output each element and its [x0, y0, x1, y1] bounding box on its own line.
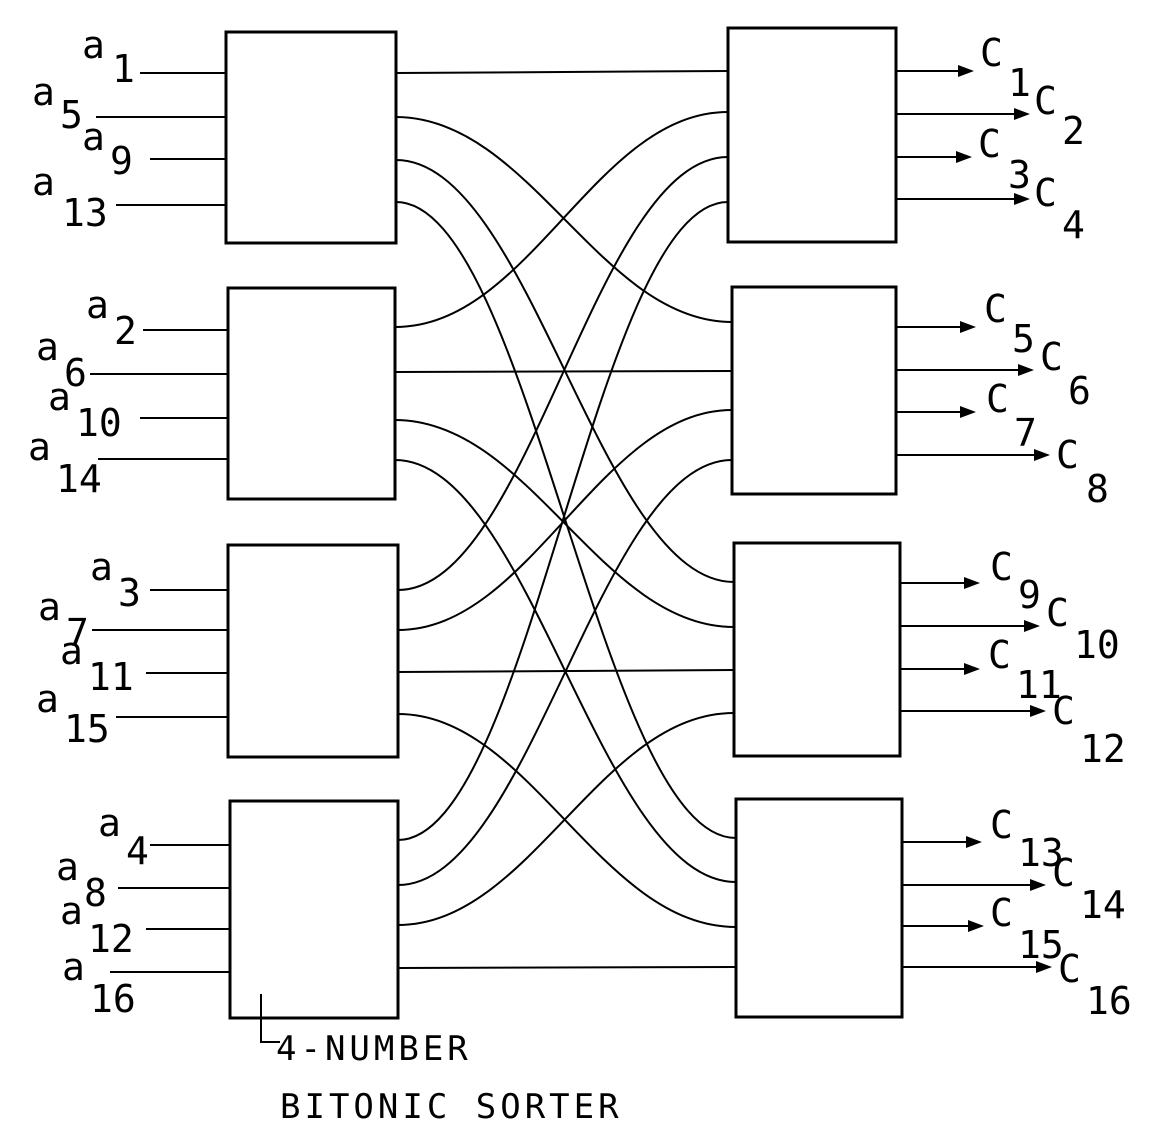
right-sorter-box-4: [734, 797, 904, 1019]
input-label-base: a: [48, 375, 71, 419]
input-label-base: a: [36, 677, 59, 721]
input-label-base: a: [56, 845, 79, 889]
input-label-sub: 11: [88, 655, 134, 699]
output-label-sub: 16: [1086, 979, 1132, 1023]
right-sorter-box-2: [730, 285, 898, 496]
input-label-sub: 5: [60, 93, 83, 137]
caption-line-2: BITONIC SORTER: [280, 1087, 623, 1127]
input-label-sub: 10: [76, 401, 122, 445]
output-labels: C1 C2 C3 C4 C5 C6 C7 C8 C9 C10 C11 C12 C…: [978, 31, 1132, 1023]
input-label-base: a: [38, 585, 61, 629]
output-label-base: C: [978, 122, 1001, 166]
output-label-base: C: [980, 31, 1003, 75]
input-label-base: a: [60, 889, 83, 933]
input-label-sub: 9: [110, 139, 133, 183]
output-label-base: C: [1052, 689, 1075, 733]
left-sorter-box-4: [228, 799, 400, 1020]
output-label-sub: 15: [1018, 923, 1064, 967]
input-label-base: a: [60, 629, 83, 673]
caption-line-1: 4-NUMBER: [276, 1029, 472, 1069]
input-label-sub: 7: [66, 611, 89, 655]
left-sorter-box-2: [226, 286, 397, 501]
output-label-base: C: [1058, 947, 1081, 991]
caption-leader-line: [260, 994, 280, 1043]
input-label-sub: 6: [64, 351, 87, 395]
left-sorter-box-1: [224, 30, 398, 245]
output-label-base: C: [986, 377, 1009, 421]
output-label-base: C: [1056, 433, 1079, 477]
left-sorter-box-3: [226, 543, 400, 759]
output-label-sub: 6: [1068, 369, 1091, 413]
output-label-sub: 8: [1086, 467, 1109, 511]
input-label-base: a: [82, 23, 105, 67]
input-label-base: a: [82, 115, 105, 159]
output-label-sub: 7: [1014, 411, 1037, 455]
input-label-sub: 8: [84, 871, 107, 915]
right-sorter-box-3: [732, 541, 902, 758]
right-sorter-box-1: [726, 26, 898, 244]
output-label-base: C: [990, 545, 1013, 589]
input-label-base: a: [36, 325, 59, 369]
input-label-sub: 16: [90, 977, 136, 1021]
interconnect-wires: [394, 70, 737, 969]
output-label-sub: 1: [1008, 61, 1031, 105]
output-label-base: C: [1034, 79, 1057, 123]
output-label-sub: 11: [1016, 663, 1062, 707]
output-label-base: C: [990, 803, 1013, 847]
output-wires: [896, 65, 1052, 973]
output-label-sub: 4: [1062, 203, 1085, 247]
output-label-sub: 3: [1008, 153, 1031, 197]
input-label-base: a: [32, 70, 55, 114]
output-label-base: C: [1052, 851, 1075, 895]
input-label-sub: 13: [62, 191, 108, 235]
output-label-sub: 2: [1062, 109, 1085, 153]
output-label-sub: 10: [1074, 623, 1120, 667]
output-label-base: C: [990, 891, 1013, 935]
input-label-base: a: [32, 160, 55, 204]
output-label-base: C: [988, 633, 1011, 677]
output-label-sub: 14: [1080, 883, 1126, 927]
output-label-sub: 13: [1018, 831, 1064, 875]
output-label-base: C: [1034, 171, 1057, 215]
output-label-sub: 5: [1012, 317, 1035, 361]
input-label-sub: 3: [118, 571, 141, 615]
input-label-sub: 14: [56, 457, 102, 501]
input-wires: [90, 72, 230, 973]
input-label-base: a: [28, 425, 51, 469]
input-label-sub: 15: [64, 707, 110, 751]
output-label-base: C: [1046, 591, 1069, 635]
output-label-sub: 12: [1080, 727, 1126, 771]
input-labels: a1 a5 a9 a13 a2 a6 a10 a14 a3 a7 a11 a15…: [28, 23, 149, 1021]
input-label-base: a: [62, 945, 85, 989]
input-label-sub: 2: [114, 309, 137, 353]
input-label-sub: 4: [126, 829, 149, 873]
input-label-base: a: [90, 545, 113, 589]
input-label-sub: 1: [112, 47, 135, 91]
input-label-base: a: [98, 801, 121, 845]
input-label-base: a: [86, 283, 109, 327]
input-label-sub: 12: [88, 917, 134, 961]
output-label-base: C: [1040, 335, 1063, 379]
output-label-sub: 9: [1018, 573, 1041, 617]
output-label-base: C: [984, 287, 1007, 331]
